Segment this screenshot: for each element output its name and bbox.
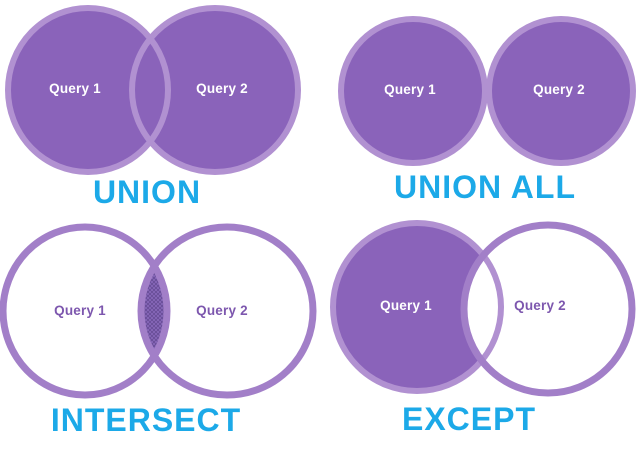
union-left-circle-label: Query 1	[49, 81, 101, 96]
except-left-circle-ring	[330, 220, 504, 394]
union-all-left-circle-label: Query 1	[384, 82, 436, 97]
union-left-circle	[8, 8, 168, 172]
union-right-circle-label: Query 2	[196, 81, 248, 96]
union-all-left-circle	[341, 19, 485, 163]
intersect-diagram: Query 1 Query 2 INTERSECT	[0, 223, 317, 438]
union-all-right-circle-label: Query 2	[533, 82, 585, 97]
union-all-diagram: Query 1 Query 2 UNION ALL	[338, 16, 636, 205]
union-left-circle-ring	[5, 5, 171, 175]
union-right-circle-ring	[129, 5, 301, 175]
union-diagram: Query 1 Query 2 UNION	[5, 5, 301, 210]
except-right-circle-label: Query 2	[514, 298, 566, 313]
union-all-right-circle-ring	[486, 16, 636, 166]
intersect-right-circle-label: Query 2	[196, 303, 248, 318]
except-caption: EXCEPT	[402, 401, 536, 437]
except-diagram: Query 1 Query 2 EXCEPT	[330, 220, 636, 437]
except-left-circle	[333, 223, 501, 391]
intersect-right-circle-outline	[137, 223, 317, 399]
union-caption: UNION	[93, 174, 201, 210]
union-right-circle	[132, 8, 298, 172]
intersect-left-circle-outline	[0, 223, 171, 399]
union-all-caption: UNION ALL	[394, 169, 576, 205]
intersect-caption: INTERSECT	[51, 402, 241, 438]
union-all-right-circle	[489, 19, 633, 163]
except-left-circle-label: Query 1	[380, 298, 432, 313]
union-all-left-circle-ring	[338, 16, 488, 166]
except-right-circle-outline	[460, 221, 636, 397]
intersect-left-circle-label: Query 1	[54, 303, 106, 318]
